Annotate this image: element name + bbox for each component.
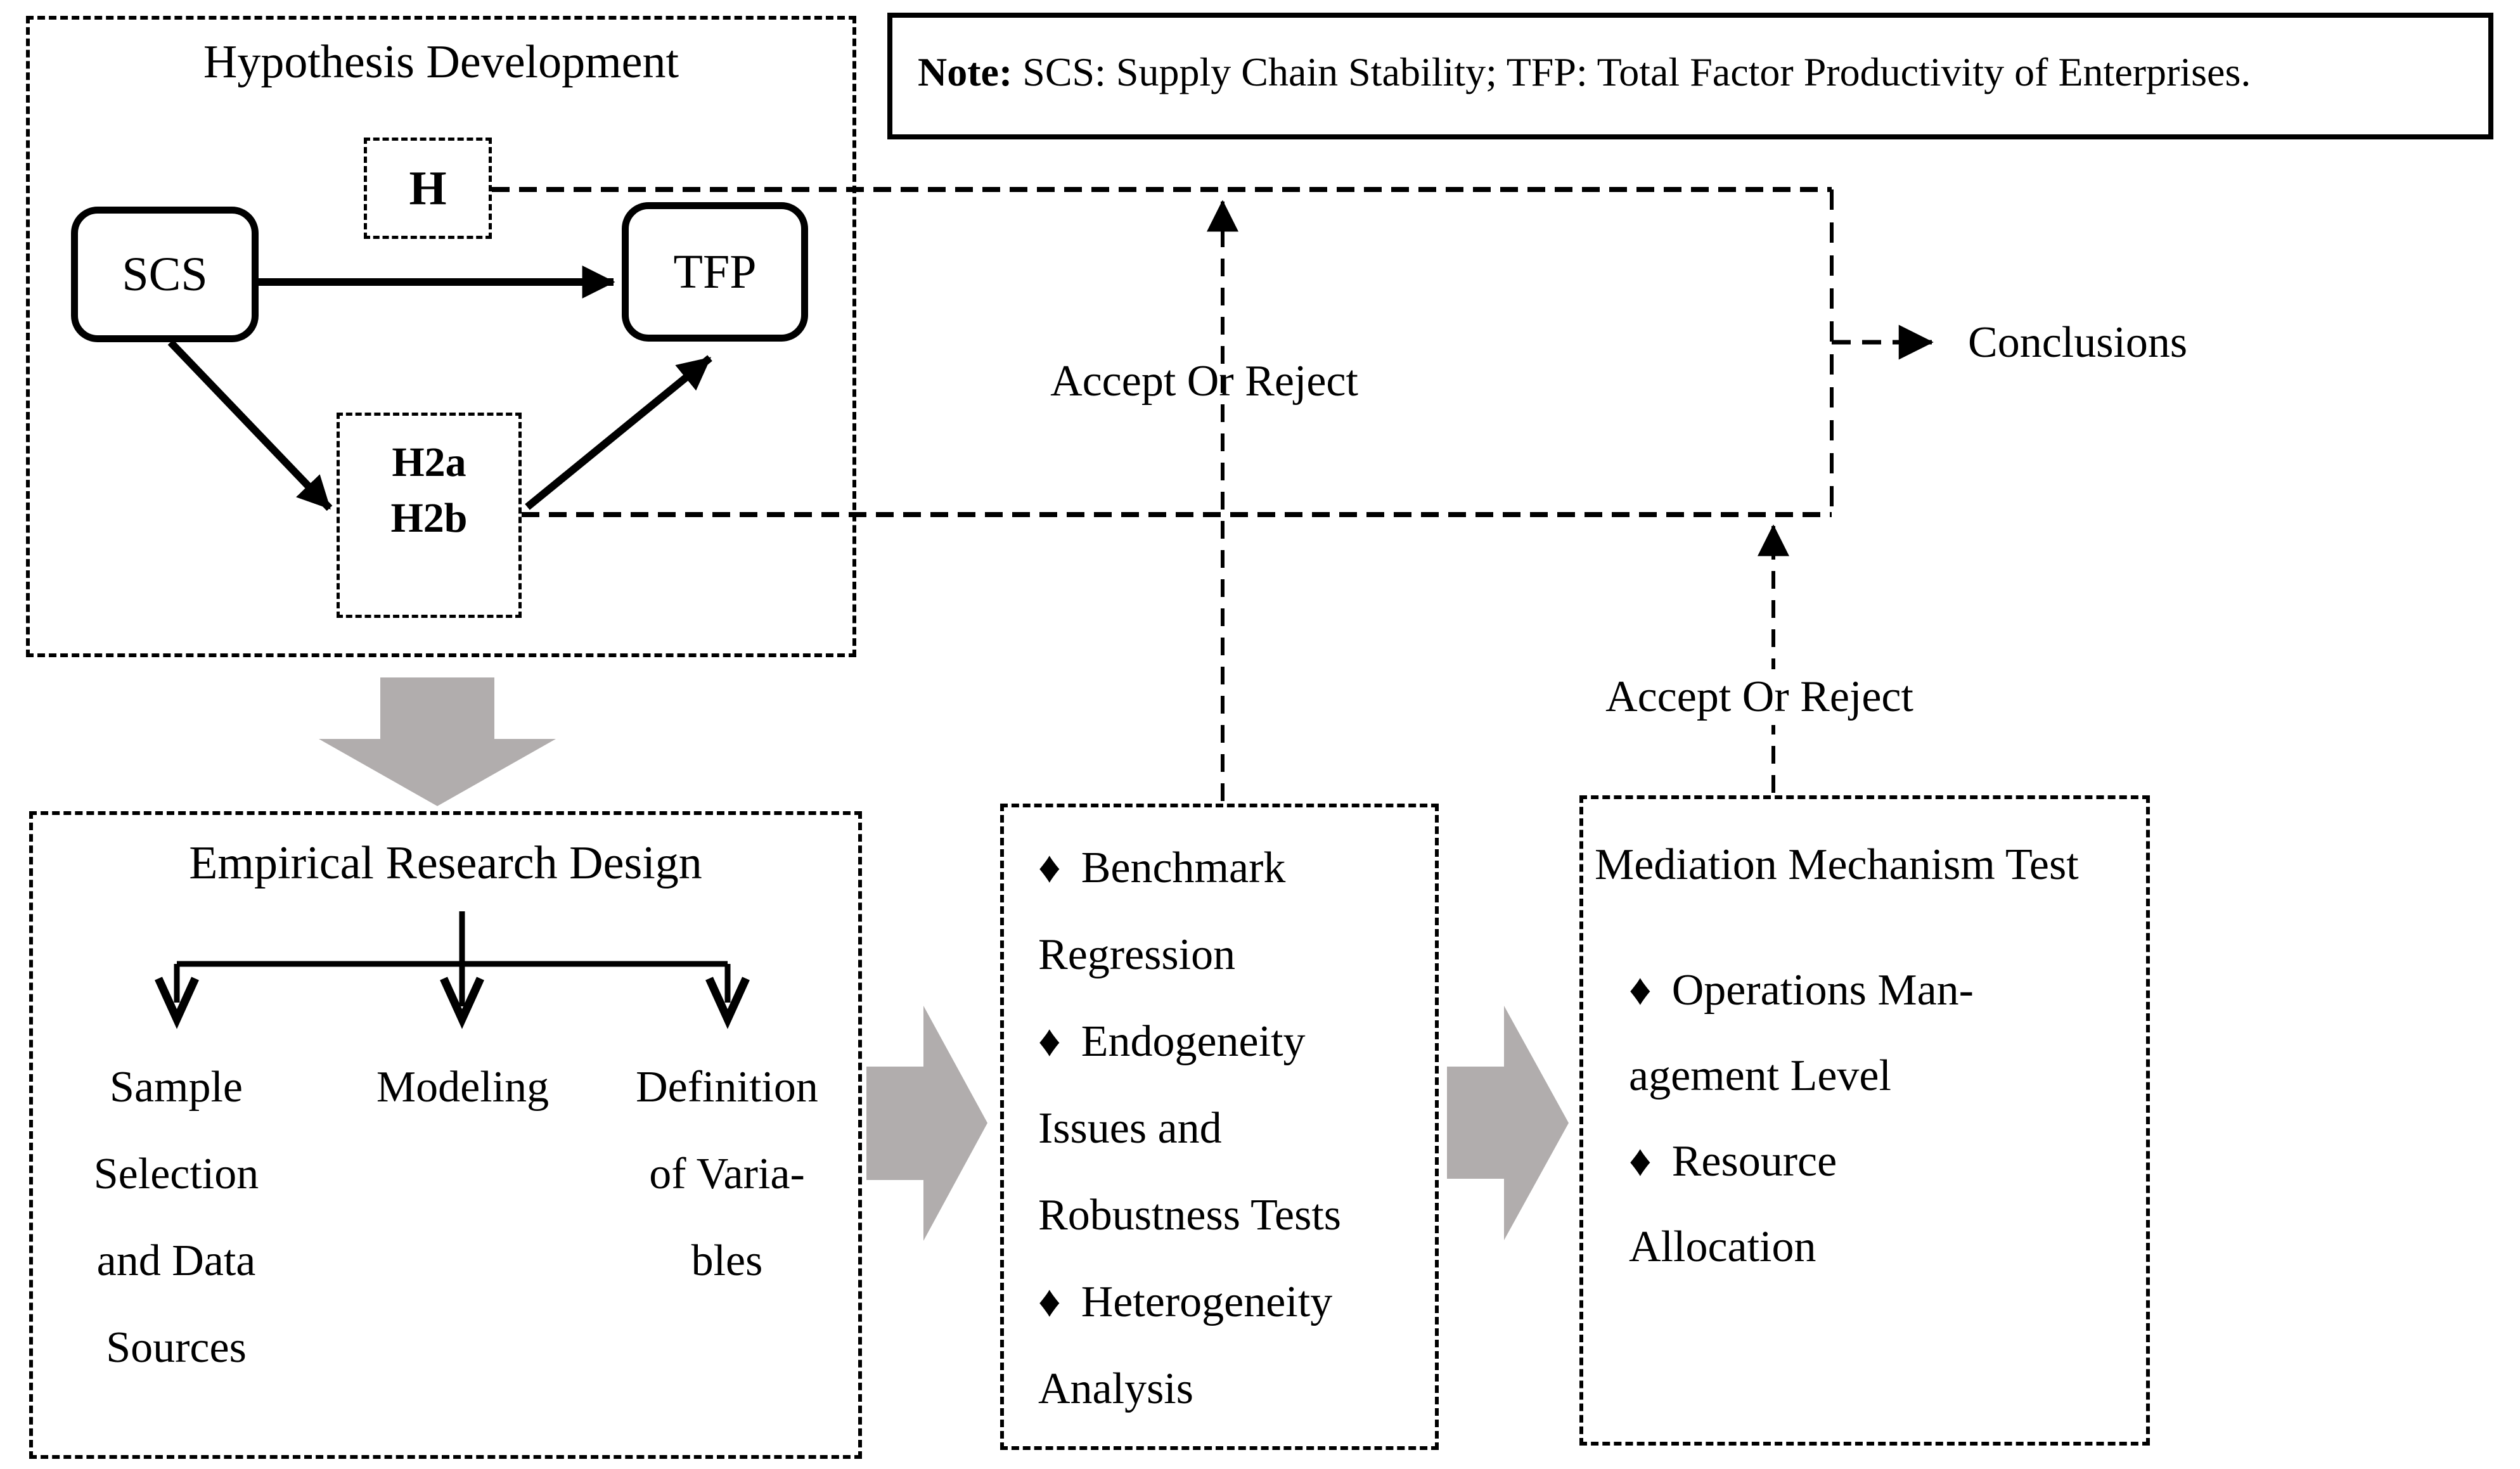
panel-line: Analysis	[1038, 1345, 1341, 1432]
conclusions-label: Conclusions	[1968, 318, 2188, 367]
panel-line: Regression	[1038, 911, 1341, 998]
hypothesis-development-panel	[26, 16, 856, 657]
column-line: and Data	[96, 1236, 256, 1285]
scs-node: SCS	[71, 207, 259, 342]
benchmark-panel-text: ♦ Benchmark Regression ♦ Endogeneity Issue…	[1038, 824, 1341, 1432]
gray-down-arrow-icon	[319, 677, 556, 806]
h2b-label: H2b	[390, 495, 468, 541]
tfp-label: TFP	[673, 245, 757, 298]
panel-line-text: agement Level	[1629, 1051, 1891, 1100]
empirical-design-panel	[29, 811, 862, 1459]
diamond-bullet-icon: ♦	[1629, 1137, 1652, 1186]
h2a-label: H2a	[392, 439, 466, 485]
column-line: Selection	[93, 1150, 259, 1198]
empirical-column-definition: Definition of Varia- bles	[600, 1044, 854, 1304]
scs-label: SCS	[122, 247, 208, 301]
panel-line-text: Regression	[1038, 930, 1236, 979]
tfp-node: TFP	[622, 202, 808, 342]
column-line: Sources	[106, 1323, 247, 1372]
benchmark-panel	[1000, 804, 1439, 1450]
panel-line-text: Resource	[1671, 1137, 1837, 1186]
accept-or-reject-right-label: Accept Or Reject	[1538, 669, 1981, 725]
diamond-bullet-icon: ♦	[1038, 844, 1061, 892]
panel-line: ♦ Heterogeneity	[1038, 1259, 1341, 1345]
mediation-panel-title: Mediation Mechanism Test	[1595, 840, 2079, 889]
column-line: Definition	[636, 1063, 818, 1112]
panel-line: Issues and	[1038, 1085, 1341, 1172]
panel-line: ♦ Operations Man-	[1629, 947, 1974, 1033]
note-text: Note: SCS: Supply Chain Stability; TFP: …	[918, 49, 2251, 95]
panel-line: agement Level	[1629, 1033, 1974, 1119]
diamond-bullet-icon: ♦	[1038, 1278, 1061, 1326]
mediation-panel	[1579, 795, 2150, 1446]
panel-line: Allocation	[1629, 1204, 1974, 1290]
panel-line-text: Analysis	[1038, 1364, 1193, 1413]
mediation-panel-text: ♦ Operations Man- agement Level ♦ Resource…	[1629, 947, 1974, 1290]
empirical-column-sample: Sample Selection and Data Sources	[49, 1044, 303, 1391]
column-line: Sample	[110, 1063, 243, 1112]
panel-line-text: Issues and	[1038, 1104, 1222, 1153]
h2-labels: H2a H2b	[337, 435, 522, 546]
panel-line: ♦ Benchmark	[1038, 824, 1341, 911]
panel-line: ♦ Resource	[1629, 1119, 1974, 1204]
column-line: bles	[691, 1236, 763, 1285]
column-line: of Varia-	[649, 1150, 805, 1198]
note-body: SCS: Supply Chain Stability; TFP: Total …	[1012, 49, 2251, 94]
note-box	[887, 13, 2493, 139]
panel-line-text: Operations Man-	[1671, 966, 1974, 1015]
diamond-bullet-icon: ♦	[1038, 1017, 1061, 1066]
panel-line: Robustness Tests	[1038, 1172, 1341, 1259]
h-label: H	[409, 161, 447, 215]
panel-line-text: Benchmark	[1081, 844, 1286, 892]
empirical-panel-title: Empirical Research Design	[189, 837, 702, 889]
gray-right-arrow-2-icon	[1447, 1006, 1569, 1240]
accept-or-reject-left-label: Accept Or Reject	[1050, 357, 1358, 406]
h2-hypothesis-node	[337, 413, 522, 618]
empirical-column-modeling: Modeling	[336, 1044, 589, 1131]
diamond-bullet-icon: ♦	[1629, 966, 1652, 1015]
panel-line-text: Robustness Tests	[1038, 1191, 1342, 1240]
column-line: Modeling	[376, 1063, 550, 1112]
gray-right-arrow-1-icon	[866, 1006, 987, 1241]
panel-line: ♦ Endogeneity	[1038, 998, 1341, 1085]
h-hypothesis-node: H	[364, 138, 492, 239]
note-label: Note:	[918, 49, 1013, 94]
hypothesis-panel-title: Hypothesis Development	[203, 36, 679, 88]
panel-line-text: Heterogeneity	[1081, 1278, 1333, 1326]
panel-line-text: Allocation	[1629, 1222, 1816, 1271]
panel-line-text: Endogeneity	[1081, 1017, 1306, 1066]
